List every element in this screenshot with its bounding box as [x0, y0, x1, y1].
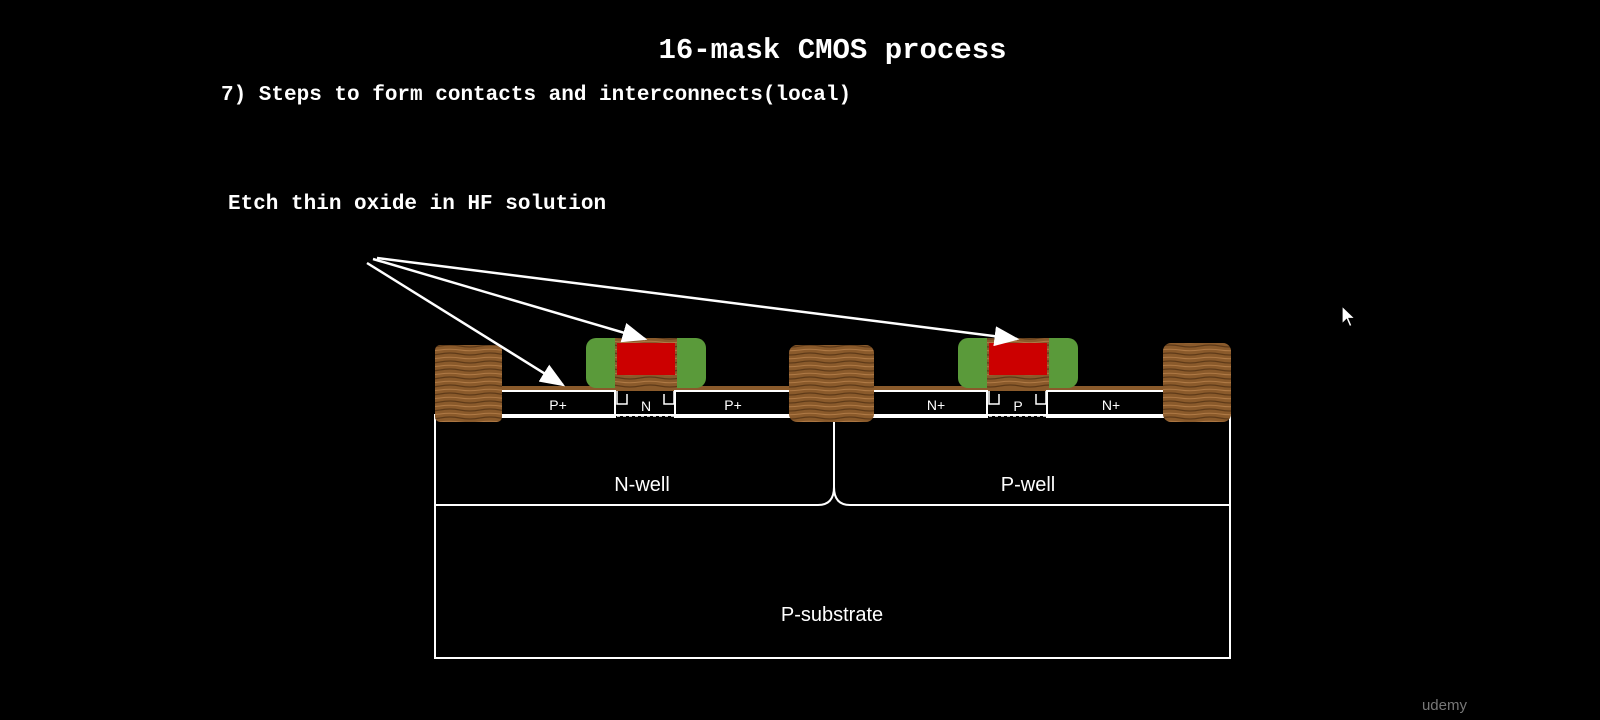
step-heading: 7) Steps to form contacts and interconne…	[221, 84, 852, 107]
arrow-to-pmos-gate	[372, 257, 648, 343]
pmos-ldd-marks	[616, 391, 675, 405]
mouse-pointer-icon	[1341, 305, 1357, 328]
etch-note: Etch thin oxide in HF solution	[228, 193, 607, 216]
pmos-gate-poly	[617, 343, 675, 375]
udemy-watermark: udemy	[1421, 697, 1467, 714]
nmos-source-label: N+	[927, 397, 945, 413]
field-oxide-left	[435, 345, 502, 422]
field-oxide-right	[1163, 343, 1231, 422]
field-oxide-center	[789, 345, 874, 422]
nmos-channel-label: P	[1013, 398, 1022, 414]
pwell-outline	[833, 486, 1229, 506]
pmos-channel-label: N	[641, 398, 651, 414]
arrow-to-thin-oxide	[366, 261, 566, 387]
substrate-label: P-substrate	[781, 604, 883, 626]
nmos-ldd-marks	[988, 391, 1047, 405]
nwell-label: N-well	[614, 474, 670, 496]
slide-title: 16-mask CMOS process	[658, 34, 1007, 67]
pmos-source-label: P+	[549, 397, 567, 413]
nmos-gate-poly	[989, 343, 1047, 375]
pmos-drain-label: P+	[724, 397, 742, 413]
nmos-drain-label: N+	[1102, 397, 1120, 413]
pwell-label: P-well	[1001, 474, 1055, 496]
arrow-to-nmos-gate	[376, 256, 1020, 347]
